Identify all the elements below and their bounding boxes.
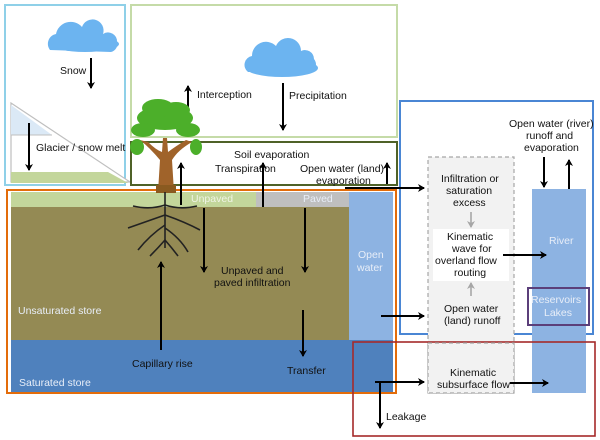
infiltration-excess-label-2: saturation bbox=[446, 185, 492, 197]
river-label: River bbox=[549, 235, 574, 247]
groundwater-panel-border bbox=[352, 341, 596, 437]
kinematic-wave-box bbox=[433, 229, 509, 281]
open-water-label-1: Open bbox=[358, 249, 384, 261]
interception-label: Interception bbox=[197, 89, 252, 101]
tree-icon bbox=[127, 99, 202, 257]
soil-column: Unpaved Paved Open water Unsaturated sto… bbox=[6, 162, 397, 394]
reservoirs-lakes-box bbox=[527, 287, 590, 326]
snow-label: Snow bbox=[60, 65, 87, 77]
open-water-land-evap-label-1: Open water (land) bbox=[300, 163, 384, 175]
infiltration-excess-label-1: Infiltration or bbox=[441, 173, 499, 185]
precipitation-label: Precipitation bbox=[289, 90, 347, 102]
glacier-label: Glacier / snow melt bbox=[36, 142, 125, 154]
precipitation-cloud-icon bbox=[244, 38, 318, 77]
lakes-label: Lakes bbox=[544, 307, 572, 319]
subsurface-flow-label-2: subsurface flow bbox=[437, 379, 510, 391]
river-store bbox=[532, 189, 586, 393]
routing-panel: Infiltration or saturation excess Kinema… bbox=[345, 100, 594, 394]
snow-cloud-icon bbox=[47, 19, 119, 52]
kinematic-wave-label-1: Kinematic bbox=[447, 231, 493, 243]
transpiration-label: Transpiration bbox=[215, 163, 276, 175]
open-water-land-evap-label-2: evaporation bbox=[316, 175, 371, 187]
soil-evaporation-label: Soil evaporation bbox=[234, 149, 309, 161]
infiltration-excess-label-3: excess bbox=[453, 197, 486, 209]
infiltration-label-2: paved infiltration bbox=[214, 277, 291, 289]
capillary-rise-label: Capillary rise bbox=[132, 358, 193, 370]
soil-panel-border bbox=[6, 189, 397, 394]
tree-roots bbox=[127, 192, 201, 257]
saturated-store-label: Saturated store bbox=[19, 377, 91, 389]
snow-panel: Snow Glacier / snow melt bbox=[4, 4, 132, 186]
saturated-store bbox=[11, 340, 393, 392]
unsaturated-store-label: Unsaturated store bbox=[18, 305, 102, 317]
paved-label: Paved bbox=[303, 193, 333, 205]
river-evap-label-2: runoff and bbox=[526, 130, 573, 142]
open-water-runoff-label-1: Open water bbox=[444, 303, 499, 315]
infiltration-label-1: Unpaved and bbox=[221, 265, 284, 277]
transfer-label: Transfer bbox=[287, 365, 326, 377]
unpaved-label: Unpaved bbox=[191, 193, 233, 205]
kinematic-wave-label-3: overland flow bbox=[435, 255, 497, 267]
groundwater-panel: Kinematic subsurface flow Leakage bbox=[352, 341, 596, 437]
river-evap-label-1: Open water (river) bbox=[509, 118, 594, 130]
unsaturated-store bbox=[11, 207, 349, 340]
kinematic-wave-label-4: routing bbox=[454, 267, 486, 279]
leakage-label: Leakage bbox=[386, 411, 426, 423]
subsurface-flow-box bbox=[427, 342, 515, 394]
open-water-label-2: water bbox=[356, 262, 383, 274]
river-evap-label-3: evaporation bbox=[524, 142, 579, 154]
paved-surface bbox=[256, 192, 349, 207]
reservoirs-label: Reservoirs bbox=[531, 294, 581, 306]
subsurface-flow-label-1: Kinematic bbox=[450, 367, 496, 379]
open-water-runoff-label-2: (land) runoff bbox=[444, 315, 501, 327]
kinematic-wave-label-2: wave for bbox=[451, 243, 492, 255]
glacier-icon bbox=[10, 101, 132, 183]
